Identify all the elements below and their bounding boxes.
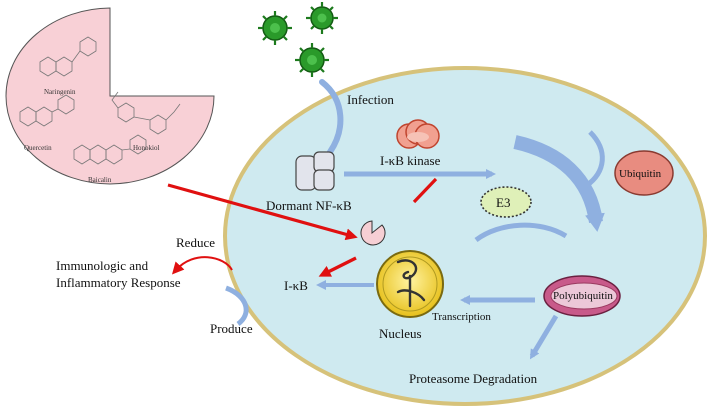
polyubiquitin-label: Polyubiquitin <box>553 290 613 302</box>
ikb-label: I-κB <box>284 278 308 293</box>
produce-label: Produce <box>210 321 253 336</box>
kinase-inhibition-mark <box>412 177 438 204</box>
ikb-kinase-icon <box>396 119 440 149</box>
immunologic-label-line2: Inflammatory Response <box>56 275 181 290</box>
ubiquitin-recycle-arc <box>584 130 605 189</box>
compound-panel-shape <box>5 7 215 185</box>
infection-arrow <box>319 79 344 155</box>
ubiquitin-label: Ubiquitin <box>619 168 662 180</box>
ikb-kinase-label: I-κB kinase <box>380 153 441 168</box>
honokiol-structure <box>111 91 181 135</box>
baicalin-structure <box>73 134 147 165</box>
polyubiquitin-icon <box>543 275 621 317</box>
compound-panel: Naringenin Quercetin Honokiol Baicalin <box>5 7 215 185</box>
polyubiquitin-to-proteasome-arrow <box>529 314 559 360</box>
ikb-inhibition-arrow <box>318 256 357 277</box>
reduce-arrow <box>171 256 233 275</box>
naringenin-label: Naringenin <box>44 88 76 96</box>
dormant-nfkb-label: Dormant NF-κB <box>266 198 352 213</box>
nucleus-icon <box>376 250 444 318</box>
produce-arc <box>225 285 249 327</box>
virus-icon <box>258 2 338 77</box>
ubiquitin-icon <box>614 150 674 196</box>
e3-ligase-icon <box>480 186 532 218</box>
e3-label: E3 <box>496 195 510 210</box>
e3-recycle-arc <box>474 222 568 243</box>
quercetin-structure <box>19 94 75 127</box>
immunologic-label-line1: Immunologic and <box>56 258 149 273</box>
ubiquitination-flow-arrow <box>513 135 605 232</box>
honokiol-label: Honokiol <box>133 144 160 152</box>
naringenin-structure <box>39 36 97 77</box>
dormant-nfkb-icon <box>295 151 335 191</box>
reduce-label: Reduce <box>176 235 215 250</box>
nucleus-label: Nucleus <box>379 326 422 341</box>
infection-label: Infection <box>347 92 394 107</box>
compounds-to-ikb-arrow <box>167 183 358 241</box>
cell-membrane <box>223 66 707 406</box>
proteasome-degradation-label: Proteasome Degradation <box>409 371 538 386</box>
quercetin-label: Quercetin <box>24 144 52 152</box>
transcription-label: Transcription <box>432 311 491 323</box>
ikb-fragment-icon <box>360 220 386 246</box>
baicalin-label: Baicalin <box>88 176 112 184</box>
